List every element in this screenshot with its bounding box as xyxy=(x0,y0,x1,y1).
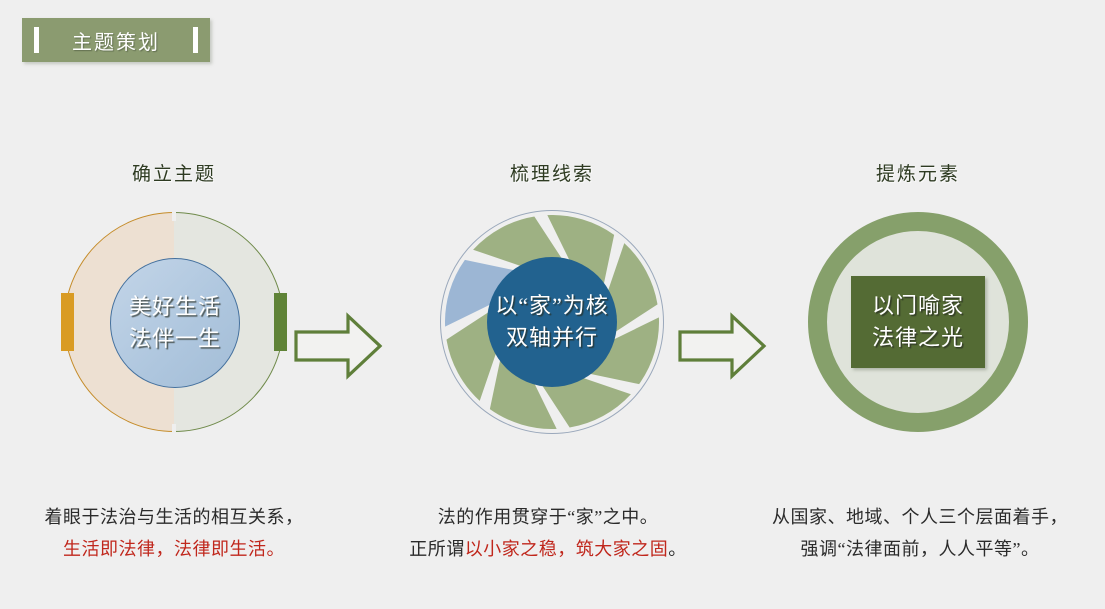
caption-1: 法的作用贯穿于“家”之中。正所谓以小家之稳，筑大家之固。 xyxy=(368,502,728,565)
inner-circle-line-1: 美好生活 xyxy=(128,294,221,320)
inner-circle-darkblue: 以“家”为核 双轴并行 xyxy=(487,257,617,387)
caption-run: 法的作用贯穿于“家”之中。 xyxy=(437,507,659,527)
ring-tab-left-orange-icon xyxy=(61,293,74,351)
pinwheel-segment xyxy=(584,317,659,385)
diagram-split-ring: 美好生活 法伴一生 xyxy=(54,202,294,442)
pinwheel-segment xyxy=(445,259,520,327)
pinwheel-segment xyxy=(547,215,615,290)
caption-line: 正所谓以小家之稳，筑大家之固。 xyxy=(368,534,728,566)
caption-run: 以小家之稳，筑大家之固 xyxy=(464,538,669,559)
pinwheel-segments xyxy=(445,215,659,429)
caption-run: 着眼于法治与生活的相互关系， xyxy=(44,507,304,527)
caption-0: 着眼于法治与生活的相互关系， 生活即法律，法律即生活。 xyxy=(0,502,354,565)
pinwheel-segment xyxy=(446,309,498,401)
stage-column-extract-elements: 提炼元素 以门喻家 法律之光 xyxy=(748,160,1088,442)
inner-box-line-1: 以门喻家 xyxy=(871,293,964,319)
stage-column-establish-theme: 确立主题 美好生活 法伴一生 xyxy=(4,160,344,442)
caption-line: 着眼于法治与生活的相互关系， xyxy=(0,502,354,534)
caption-run: 。 xyxy=(668,538,687,559)
inner-box-line-2: 法律之光 xyxy=(871,325,964,350)
banner-bar-left-icon xyxy=(34,27,39,53)
flow-arrow-1-icon xyxy=(294,312,383,380)
caption-run: 生活即法律，法律即生活。 xyxy=(63,538,285,559)
flow-arrow-2-icon xyxy=(678,312,767,380)
pinwheel-segment xyxy=(489,354,557,429)
diagram-green-ring: 以门喻家 法律之光 xyxy=(798,202,1038,442)
pinwheel-outline-circle xyxy=(440,210,664,434)
ring-tab-right-green-icon xyxy=(274,293,287,351)
title-banner: 主题策划 xyxy=(22,18,210,62)
column-header-0: 确立主题 xyxy=(131,164,216,185)
caption-2: 从国家、地域、个人三个层面着手， 强调“法律面前，人人平等”。 xyxy=(740,502,1100,565)
caption-line: 生活即法律，法律即生活。 xyxy=(0,534,354,566)
banner-bar-right-icon xyxy=(193,27,198,53)
inner-circle-line-2: 法伴一生 xyxy=(128,326,221,351)
caption-run: 正所谓 xyxy=(409,538,465,559)
inner-circle-blue: 美好生活 法伴一生 xyxy=(110,258,240,388)
ring-gap-top-icon xyxy=(172,208,176,221)
column-header-2: 提炼元素 xyxy=(875,164,960,185)
diagram-pinwheel: 以“家”为核 双轴并行 xyxy=(432,202,672,442)
caption-run: 强调“法律面前，人人平等”。 xyxy=(800,538,1040,559)
caption-line: 法的作用贯穿于“家”之中。 xyxy=(368,502,728,534)
caption-run: 从国家、地域、个人三个层面着手， xyxy=(772,507,1068,527)
pinwheel-segment xyxy=(473,216,565,268)
inner-circle-line-2: 双轴并行 xyxy=(505,325,598,350)
ring-gap-bottom-icon xyxy=(172,424,176,437)
green-text-box: 以门喻家 法律之光 xyxy=(851,276,985,368)
column-header-1: 梳理线索 xyxy=(509,164,594,185)
banner-title: 主题策划 xyxy=(72,31,160,54)
stage-column-sort-clues: 梳理线索 以“家”为核 双轴并行 xyxy=(382,160,722,442)
inner-circle-line-1: 以“家”为核 xyxy=(495,293,609,319)
caption-line: 强调“法律面前，人人平等”。 xyxy=(740,534,1100,566)
caption-line: 从国家、地域、个人三个层面着手， xyxy=(740,502,1100,534)
pinwheel-segment xyxy=(606,243,658,335)
pinwheel-segment xyxy=(539,376,631,428)
